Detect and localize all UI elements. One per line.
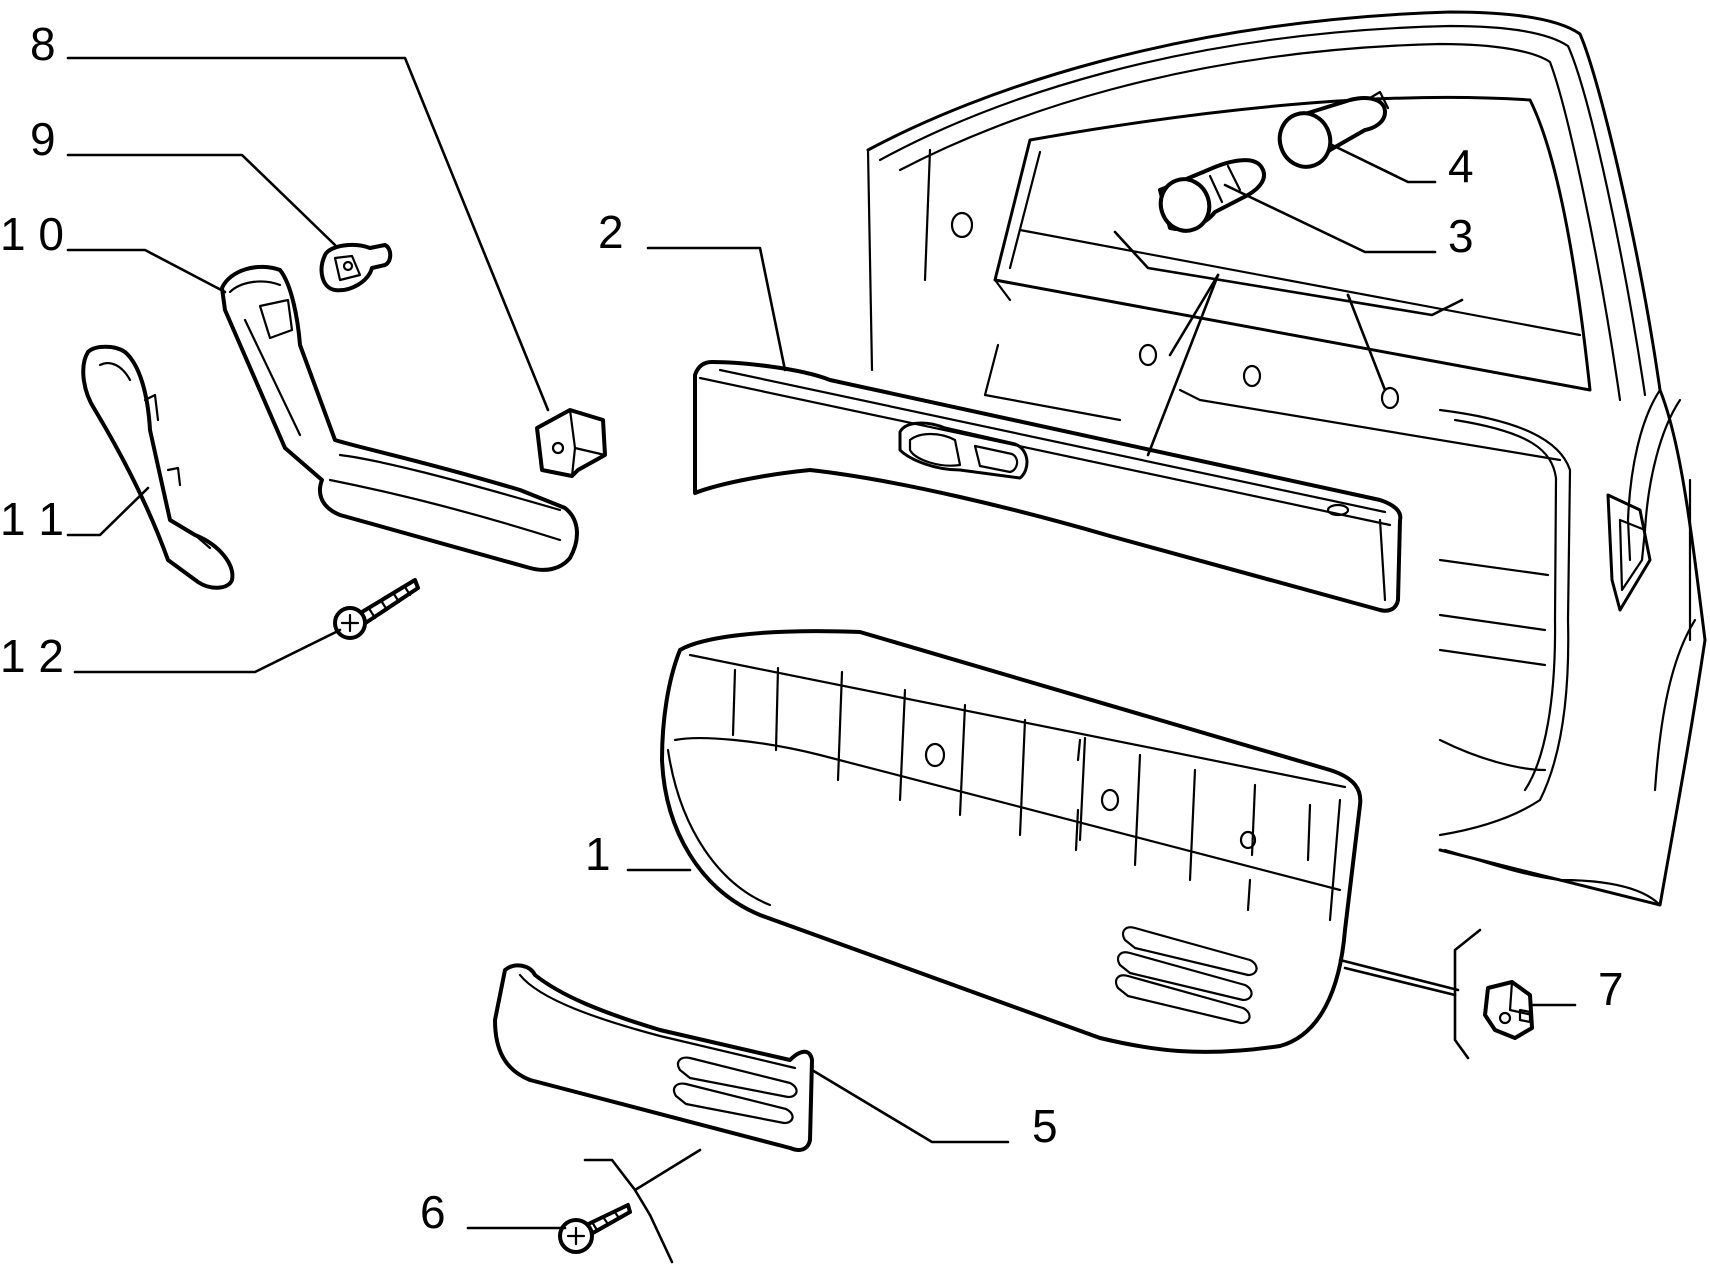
callout-1: 1 [585,828,611,880]
leader-lines [66,56,1577,1264]
callout-12: 1 2 [0,630,64,682]
part-10-armrest-handle [220,264,579,572]
callout-3: 3 [1448,210,1474,262]
part-11-handle-cover [81,344,235,590]
part-1-lower-door-panel [660,629,1363,1054]
callout-7: 7 [1598,963,1624,1015]
callout-4: 4 [1448,140,1474,192]
callout-2: 2 [598,206,624,258]
callout-10: 1 0 [0,208,64,260]
part-5-lower-pocket-trim [493,963,814,1152]
speaker-grille [1114,926,1258,1025]
panel-ribs [731,666,1312,912]
callout-labels: 8 9 1 0 1 1 1 2 2 1 5 6 7 3 4 [0,18,1624,1238]
callout-9: 9 [30,113,56,165]
callout-5: 5 [1032,1100,1058,1152]
callout-11: 1 1 [0,493,64,545]
callout-6: 6 [420,1186,446,1238]
door-frame [866,10,1707,907]
part-2-upper-trim-panel [693,360,1403,613]
part-12-screw [333,578,420,640]
part-9-clip [319,242,393,293]
part-7-clip-nut [1483,980,1534,1040]
part-4-push-clip [1277,90,1390,169]
callout-8: 8 [30,18,56,70]
part-3-push-clip [1158,158,1267,233]
part-8-square-nut [535,408,607,478]
part-6-screw [558,1203,632,1254]
